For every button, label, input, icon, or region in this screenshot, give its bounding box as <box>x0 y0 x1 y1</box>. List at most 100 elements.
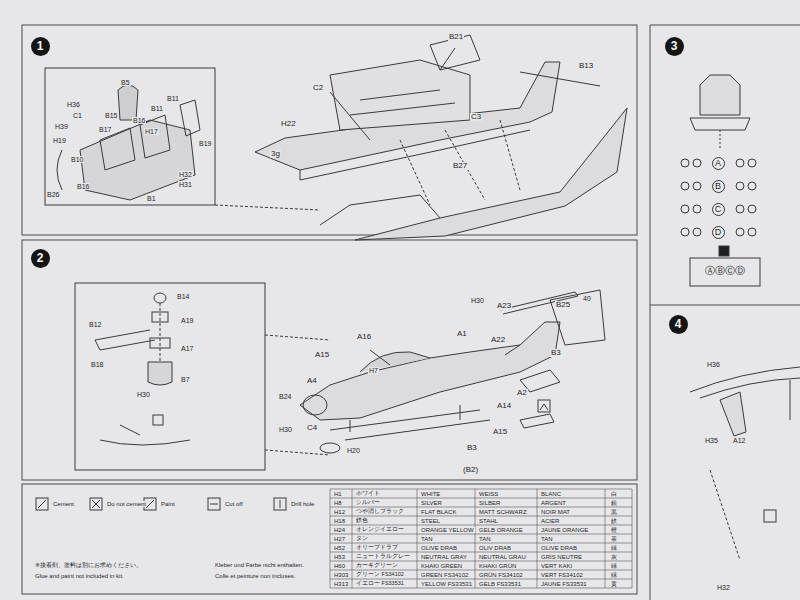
part-number: B27 <box>452 162 468 170</box>
table-cell: WEISS <box>478 491 499 497</box>
part-number: (B2) <box>462 466 479 474</box>
color-table-grid <box>330 489 632 588</box>
part-number: H36 <box>66 101 81 108</box>
table-cell: 緑 <box>610 563 618 569</box>
table-cell: GREEN FS34102 <box>420 572 469 578</box>
table-cell: TAN <box>540 536 554 542</box>
symbol-caption: Cement <box>52 501 75 507</box>
drawing-stroke <box>148 362 172 385</box>
option-circle: C <box>712 203 725 216</box>
table-cell: VERT FS34102 <box>540 572 584 578</box>
part-number: H7 <box>368 367 379 374</box>
part-number: H19 <box>52 137 67 144</box>
part-number: B21 <box>448 33 464 41</box>
drawing-stroke <box>440 48 455 70</box>
drawing-stroke <box>330 410 490 440</box>
table-cell: GELB FS33531 <box>478 581 522 587</box>
part-number: H39 <box>54 123 69 130</box>
drawing-stroke <box>350 420 351 432</box>
step2-helicopter <box>300 290 605 453</box>
drawing-stroke <box>460 405 461 420</box>
part-number: H36 <box>706 361 721 368</box>
part-number: B26 <box>46 191 60 198</box>
drawing-stroke <box>736 182 744 190</box>
step4-drawing <box>690 367 800 560</box>
table-cell: H313 <box>333 581 349 587</box>
drawing-stroke <box>330 60 470 130</box>
part-number: H32 <box>178 171 193 178</box>
table-cell: 白 <box>610 491 618 497</box>
table-cell: 鉄色 <box>355 518 369 524</box>
part-number: B18 <box>90 361 104 368</box>
table-cell: H303 <box>333 572 349 578</box>
part-number: 40 <box>582 295 592 302</box>
note-text: Kleber und Farbe nicht enthalten. <box>214 562 305 568</box>
step1-fuselage <box>255 35 627 240</box>
drawing-stroke <box>75 283 265 470</box>
table-cell: NOIR MAT <box>540 509 571 515</box>
table-cell: 黄 <box>610 581 618 587</box>
table-cell: TAN <box>478 536 492 542</box>
table-cell: OLIV DRAB <box>478 545 512 551</box>
table-cell: STAHL <box>478 518 499 524</box>
part-number: B15 <box>104 112 118 119</box>
part-number: C2 <box>312 84 324 92</box>
drawing-stroke <box>632 489 633 588</box>
drawing-stroke <box>352 489 353 588</box>
part-number: B14 <box>176 293 190 300</box>
part-number: A19 <box>180 317 194 324</box>
node-text: A <box>715 159 721 168</box>
table-cell: OLIVE DRAB <box>540 545 578 551</box>
table-cell: MATT SCHWARZ <box>478 509 528 515</box>
table-cell: 黒 <box>610 509 618 515</box>
symbol-caption: Paint <box>160 501 176 507</box>
step2-inset <box>75 283 330 470</box>
table-cell: 緑 <box>610 545 618 551</box>
drawing-stroke <box>154 293 166 303</box>
part-number: A1 <box>456 330 468 338</box>
part-number: B12 <box>88 321 102 328</box>
drawing-stroke <box>265 335 330 340</box>
table-cell: GRIS NEUTRE <box>540 554 583 560</box>
table-cell: H1 <box>333 491 343 497</box>
table-cell: YELLOW FS33531 <box>420 581 473 587</box>
drawing-stroke <box>215 205 320 210</box>
part-number: A14 <box>496 402 512 410</box>
drawing-stroke <box>350 90 455 115</box>
table-cell: イエロー FS33531 <box>355 581 405 587</box>
table-cell: シルバー <box>355 500 381 506</box>
part-number: H30 <box>470 297 485 304</box>
option-circle: D <box>712 226 725 239</box>
table-cell: H27 <box>333 536 346 542</box>
part-number: B3 <box>466 444 478 452</box>
drawing-stroke <box>719 246 729 256</box>
table-cell: NEUTRAL GRAU <box>478 554 527 560</box>
note-text: Colle et peinture non incluses. <box>214 573 296 579</box>
table-cell: ホワイト <box>355 491 381 497</box>
part-number: B19 <box>198 140 212 147</box>
table-cell: グリーン FS34102 <box>355 572 405 578</box>
drawing-stroke <box>330 489 632 490</box>
table-cell: カーキグリーン <box>355 563 399 569</box>
table-cell: H24 <box>333 527 346 533</box>
table-cell: ACIER <box>540 518 560 524</box>
drawing-stroke <box>475 489 476 588</box>
symbol-icons <box>36 498 286 510</box>
drawing-stroke <box>100 128 135 170</box>
drawing-stroke <box>693 205 701 213</box>
table-cell: SILBER <box>478 500 501 506</box>
drawing-stroke <box>22 484 637 594</box>
table-cell: H60 <box>333 563 346 569</box>
part-number: B25 <box>555 301 571 309</box>
panel-frames <box>22 25 800 600</box>
part-number: A16 <box>356 333 372 341</box>
part-number: ⒶⒷⒸⒹ <box>704 266 746 276</box>
drawing-stroke <box>748 228 756 236</box>
table-cell: H18 <box>333 518 346 524</box>
drawing-stroke <box>736 205 744 213</box>
drawing-stroke <box>748 159 756 167</box>
drawing-stroke <box>790 380 791 420</box>
step-number: 2 <box>31 249 50 268</box>
drawing-stroke <box>400 140 430 205</box>
